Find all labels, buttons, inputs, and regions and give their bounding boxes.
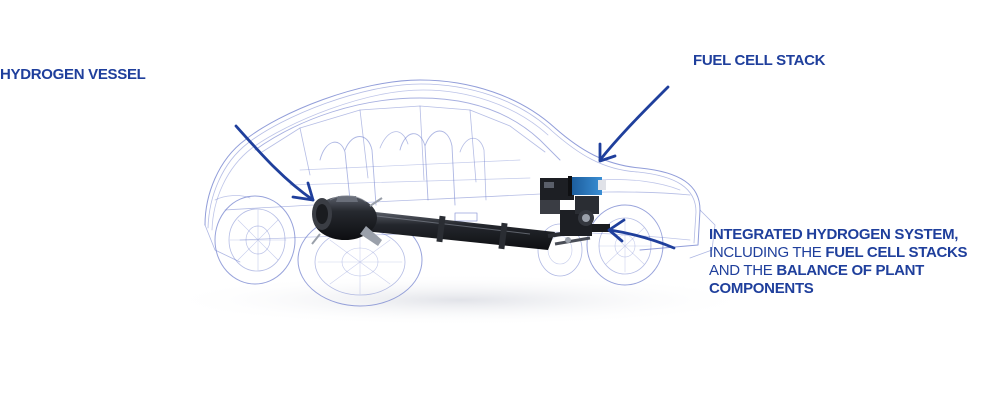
ground-shadow [160,274,760,326]
system-label-line-1: INTEGRATED HYDROGEN SYSTEM, [709,226,959,243]
system-callout-arrow [607,218,676,250]
fuel-cell-stack-label: FUEL CELL STACK [693,52,826,69]
system-label-line-2: INCLUDING THE FUEL CELL STACKS [709,244,968,261]
balance-of-plant-block [540,196,610,236]
system-label-line-4: COMPONENTS [709,280,814,297]
hydrogen-vessel-tank [311,195,383,246]
vessel-callout-arrow [234,124,315,202]
integrated-system-label: INTEGRATED HYDROGEN SYSTEM, INCLUDING TH… [709,226,968,298]
hydrogen-vessel-label: HYDROGEN VESSEL [0,66,146,83]
hydrogen-system-components [311,176,610,250]
stack-callout-arrow [598,85,670,163]
fuel-cell-stack-unit [540,176,606,200]
car-wireframe [204,79,716,307]
system-label-line-3: AND THE BALANCE OF PLANT [709,262,925,279]
